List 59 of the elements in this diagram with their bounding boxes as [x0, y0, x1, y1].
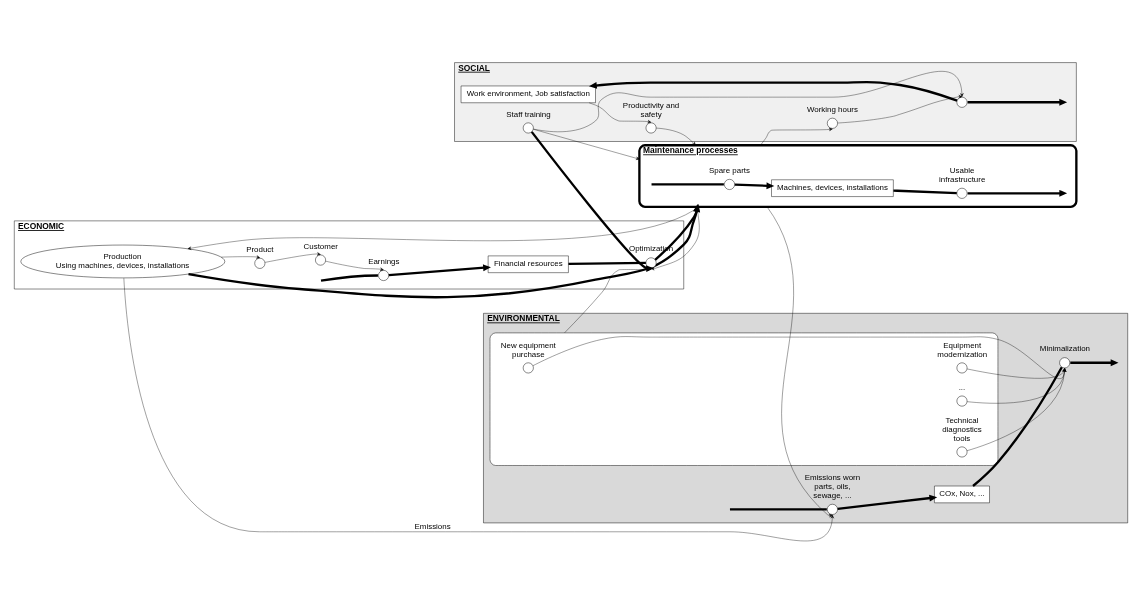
- node-label: Usable infrastructure: [939, 166, 986, 184]
- node-label: ...: [958, 382, 966, 392]
- connector: [568, 261, 646, 265]
- arrow: [766, 206, 833, 518]
- arrow: [588, 102, 652, 124]
- node-circle: [645, 122, 657, 134]
- arrow: [734, 182, 775, 190]
- connector: [320, 274, 378, 282]
- node-circle: [827, 504, 838, 515]
- connector: [651, 183, 724, 186]
- node-label: New equipment purchase: [500, 340, 556, 359]
- arrow: [264, 252, 321, 263]
- node-label: Product: [246, 244, 274, 254]
- node-box: Work environment, Job satisfaction: [460, 85, 596, 103]
- node-circle: [956, 395, 968, 407]
- node-circle: [522, 362, 534, 374]
- edge-label: Emissions: [414, 522, 451, 532]
- connector: [729, 508, 827, 511]
- node-label: Working hours: [806, 104, 858, 114]
- connector: [893, 189, 957, 195]
- node-circle: [827, 117, 838, 129]
- arrow: [533, 71, 964, 132]
- node-box: Machines, devices, installations: [771, 179, 894, 197]
- arrow: [967, 98, 1068, 106]
- arrow: [388, 264, 491, 277]
- arrow: [837, 94, 963, 124]
- node-circle: [378, 270, 389, 281]
- arrow: [187, 206, 698, 250]
- node-circle: [956, 187, 968, 199]
- arrow: [533, 129, 640, 160]
- arrow: [325, 261, 384, 271]
- arrow: [837, 494, 938, 510]
- arrow: [588, 80, 958, 102]
- arrow: [530, 131, 654, 273]
- node-label: Equipment modernization: [937, 340, 988, 359]
- node-circle: [1059, 357, 1071, 369]
- node-label: Emissions worn parts, oils, sewage, ...: [804, 473, 861, 500]
- node-label: Staff training: [506, 109, 551, 119]
- node-circle: [522, 122, 534, 134]
- arrow: [221, 255, 261, 259]
- node-label: Spare parts: [709, 166, 750, 176]
- node-box: Financial resources: [487, 255, 569, 273]
- cluster: [489, 332, 999, 466]
- node-circle: [956, 362, 968, 374]
- node-label: Customer: [303, 241, 338, 251]
- arrow: [1070, 359, 1119, 367]
- arrow: [656, 127, 696, 146]
- node-label: Earnings: [368, 257, 400, 267]
- node-label: Productivity and safety: [622, 100, 680, 119]
- node-box: COx, Nox, ...: [934, 485, 990, 504]
- arrow: [760, 127, 833, 146]
- arrow: [123, 278, 834, 542]
- node-label: Minimalization: [1039, 344, 1091, 354]
- arrow: [967, 189, 1068, 197]
- node-label: Technical diagnostics tools: [942, 415, 982, 443]
- connector: [972, 366, 1063, 487]
- node-circle: [724, 179, 735, 190]
- node-circle: [956, 446, 968, 458]
- arrow: [564, 267, 652, 334]
